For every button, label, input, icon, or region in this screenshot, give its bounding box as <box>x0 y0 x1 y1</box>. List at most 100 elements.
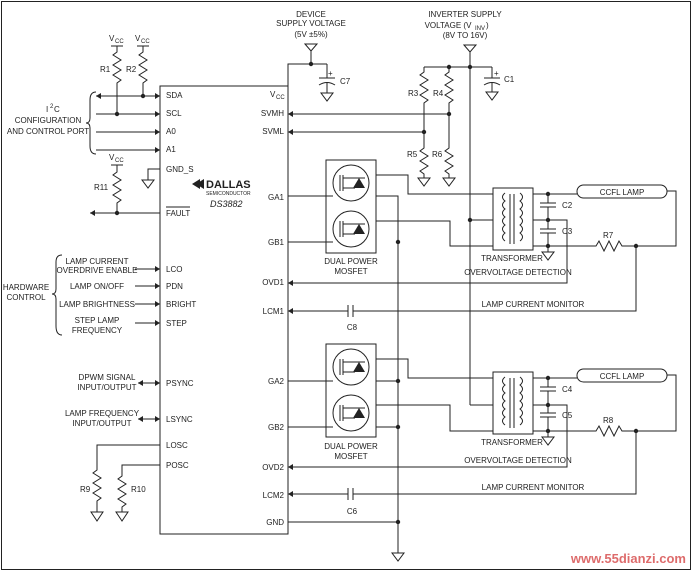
mosfet-1a <box>332 164 370 202</box>
pin-lcm2: LCM2 <box>263 491 285 500</box>
inverter-supply-1: INVERTER SUPPLY <box>428 10 502 19</box>
r9-resistor <box>92 444 160 512</box>
svg-text:C: C <box>54 105 60 114</box>
dallas-logo: DALLAS <box>192 179 251 191</box>
c2-label: C2 <box>562 201 573 210</box>
ds3882-chip <box>159 85 289 535</box>
r1-resistor <box>112 46 122 114</box>
pin-vcc: V <box>270 90 276 99</box>
pin-lcm1: LCM1 <box>263 307 285 316</box>
svg-text:CC: CC <box>115 158 124 164</box>
lco-label-2: OVERDRIVE ENABLE <box>57 266 138 275</box>
mosfet-2-label-2: MOSFET <box>334 452 367 461</box>
vcc-supply-arrow <box>303 43 319 52</box>
c8-label: C8 <box>347 323 358 332</box>
part-number: DS3882 <box>210 199 243 209</box>
c1-label: C1 <box>504 75 515 84</box>
hw-label-2: CONTROL <box>6 293 46 302</box>
lamp-monitor-1-label: LAMP CURRENT MONITOR <box>482 300 585 309</box>
ovd2-wire <box>288 404 568 468</box>
i2c-label-1: I <box>46 105 48 114</box>
r11-resistor <box>112 165 122 213</box>
i2c-label-3: AND CONTROL PORT <box>7 127 89 136</box>
r6-label: R6 <box>432 150 443 159</box>
ground-bus <box>376 195 399 553</box>
transformer-1 <box>492 187 534 251</box>
hw-label-1: HARDWARE <box>3 283 49 292</box>
r2-resistor <box>138 46 148 96</box>
pin-lsync: LSYNC <box>166 415 193 424</box>
ccfl-lamp-2-label: CCFL LAMP <box>600 372 645 381</box>
transformer-1-label: TRANSFORMER <box>481 254 543 263</box>
transformer-2 <box>492 371 534 435</box>
pin-scl: SCL <box>166 109 182 118</box>
mosfet-2-label-1: DUAL POWER <box>324 442 378 451</box>
pin-gnd: GND <box>266 518 284 527</box>
mosfet-2a <box>332 348 370 386</box>
transformer-1-ground <box>541 251 555 261</box>
svg-text:CC: CC <box>141 39 150 45</box>
svg-text:2: 2 <box>50 104 54 110</box>
ccfl-lamp-1-label: CCFL LAMP <box>600 188 645 197</box>
mosfet-2-package <box>325 343 377 438</box>
pin-ga2: GA2 <box>268 377 285 386</box>
mosfet-1b <box>332 210 370 248</box>
r1-label: R1 <box>100 65 111 74</box>
pin-lco: LCO <box>166 265 182 274</box>
pin-ovd2: OVD2 <box>262 463 284 472</box>
pin-pdn: PDN <box>166 282 183 291</box>
pin-svmh: SVMH <box>261 109 284 118</box>
c1-ground <box>485 91 499 101</box>
pin-ovd1: OVD1 <box>262 278 284 287</box>
c7-ground <box>320 92 334 102</box>
hardware-brace <box>51 254 63 336</box>
pin-gb1: GB1 <box>268 238 285 247</box>
r10-label: R10 <box>131 485 146 494</box>
pin-losc: LOSC <box>166 441 188 450</box>
ovp-2-label: OVERVOLTAGE DETECTION <box>464 456 572 465</box>
r3-r5-divider <box>419 67 429 178</box>
r10-resistor <box>117 464 160 512</box>
mosfet-2b <box>332 394 370 432</box>
svg-text:CC: CC <box>115 39 124 45</box>
vcc-wire <box>287 51 312 93</box>
watermark-text: www.55dianzi.com <box>570 551 686 566</box>
gnd-s-ground <box>141 179 155 189</box>
pin-gnd-s: GND_S <box>166 165 194 174</box>
svg-text:+: + <box>494 69 499 78</box>
transformer-2-label: TRANSFORMER <box>481 438 543 447</box>
device-supply-2: SUPPLY VOLTAGE <box>276 19 346 28</box>
pin-ga1: GA1 <box>268 193 285 202</box>
step-label-2: FREQUENCY <box>72 326 123 335</box>
c6-label: C6 <box>347 507 358 516</box>
transformer-2-ground <box>541 436 555 446</box>
ovd1-wire <box>288 219 568 284</box>
psync-label-1: DPWM SIGNAL <box>79 373 136 382</box>
i2c-brace <box>85 91 97 155</box>
lcm2-wire <box>353 431 637 495</box>
r8-label: R8 <box>603 416 614 425</box>
pin-svml: SVML <box>262 127 284 136</box>
pin-sda: SDA <box>166 91 183 100</box>
bright-label: LAMP BRIGHTNESS <box>59 300 135 309</box>
svg-text:INV: INV <box>475 26 485 32</box>
step-label-1: STEP LAMP <box>75 316 120 325</box>
main-ground <box>391 552 405 562</box>
r2-vcc-label: V <box>135 34 141 43</box>
mosfet-1-package <box>325 159 377 254</box>
mosfet-1-label-2: MOSFET <box>334 267 367 276</box>
inverter-supply-2: VOLTAGE (V <box>425 21 472 30</box>
pin-a1: A1 <box>166 145 176 154</box>
lamp-monitor-2-label: LAMP CURRENT MONITOR <box>482 483 585 492</box>
r10-ground <box>115 511 129 522</box>
r8-resistor <box>592 424 636 438</box>
logo-sub-text: SEMICONDUCTOR <box>206 191 251 197</box>
r7-label: R7 <box>603 231 614 240</box>
pin-step: STEP <box>166 319 187 328</box>
device-supply-3: (5V ±5%) <box>294 30 328 39</box>
r4-label: R4 <box>433 89 444 98</box>
device-supply-1: DEVICE <box>296 10 326 19</box>
